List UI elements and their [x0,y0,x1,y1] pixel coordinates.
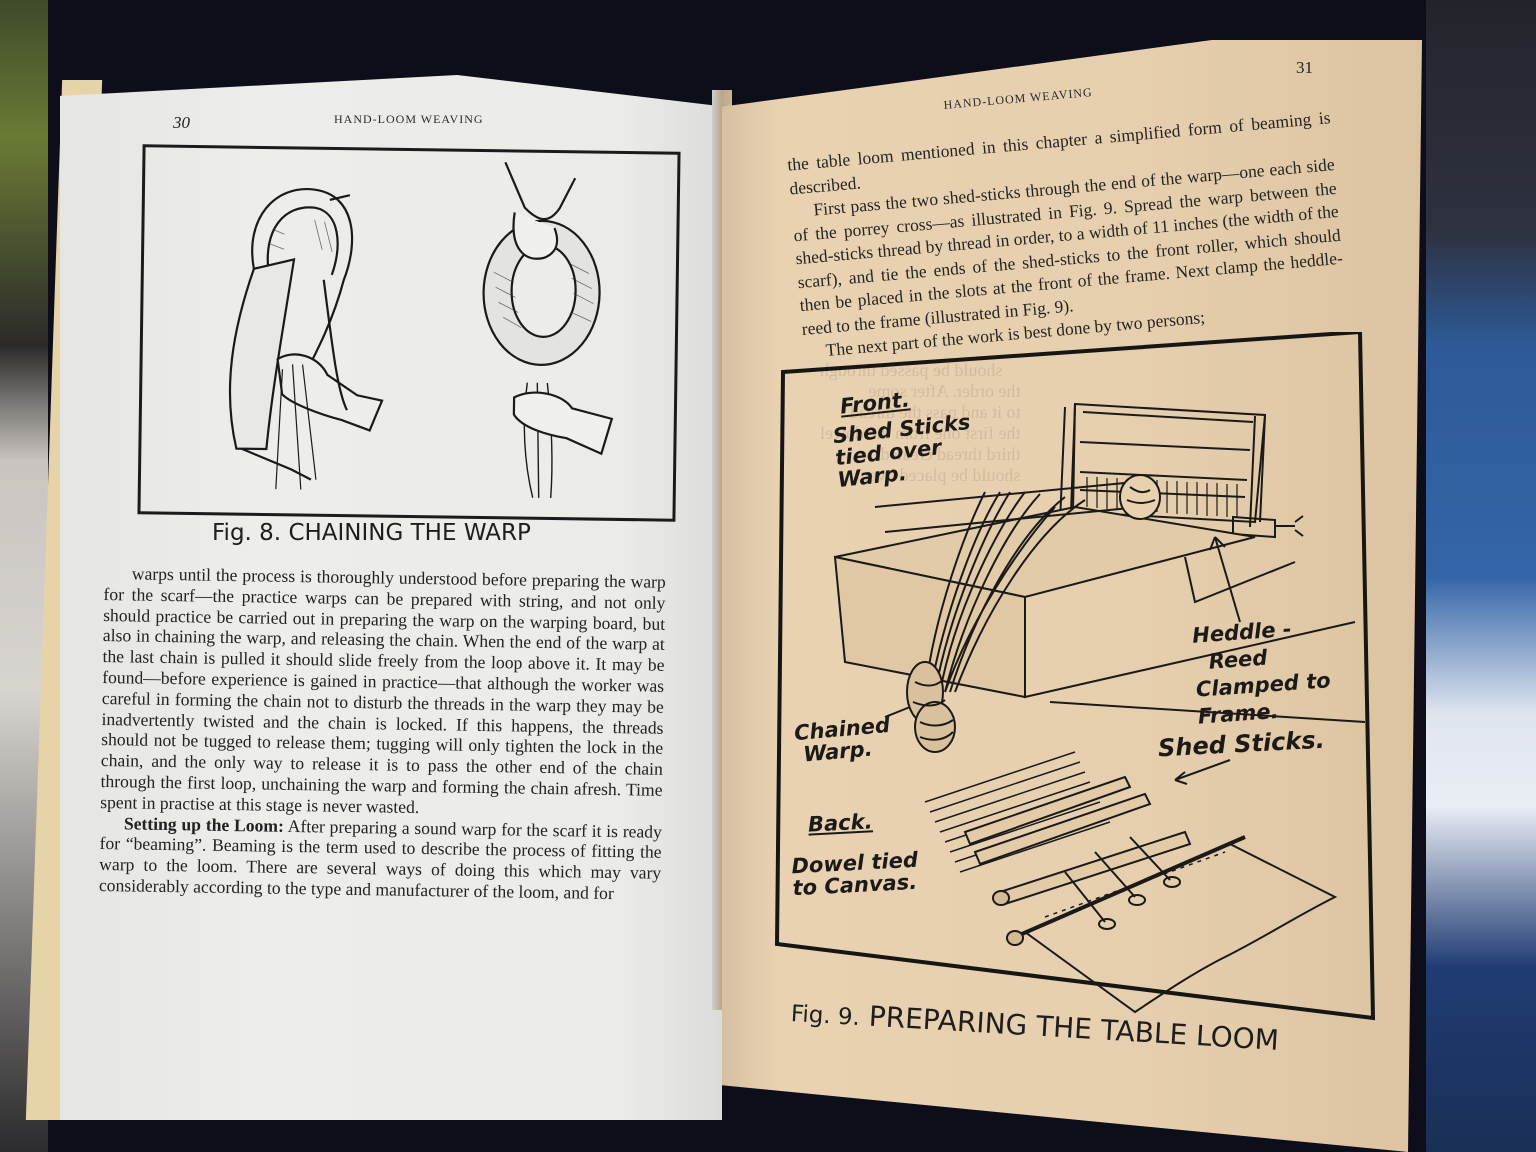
left-page-number: 30 [173,113,190,132]
figure-9-frame [774,329,1376,1022]
figure-9-number: Fig. 9. [790,1000,861,1032]
figure-8-caption: Fig. 8. CHAINING THE WARP [212,520,531,546]
left-page [60,75,722,1120]
section-heading: Setting up the Loom: [123,812,285,836]
chaining-warp-illustration [228,161,614,499]
right-page-number: 31 [1296,58,1313,77]
label-back: Back. [807,809,874,837]
figure-8-frame [137,144,681,522]
left-body-text: warps until the process is thoroughly un… [99,563,666,905]
label-heddle-reed: Heddle - Reed Clamped to Frame. [1191,616,1332,729]
figure-8-number: Fig. 8. [212,520,282,546]
left-section: Setting up the Loom: After preparing a s… [99,813,662,905]
left-running-head: HAND-LOOM WEAVING [334,112,484,126]
right-body-text: the table loom mentioned in this chapter… [780,33,1348,365]
table-loom-illustration [774,329,1376,1021]
label-chained-warp: Chained Warp. [793,712,891,768]
figure-8-title: CHAINING THE WARP [288,520,531,546]
label-dowel-tied: Dowel tied to Canvas. [790,847,919,901]
background-right [1426,0,1536,1152]
left-paragraph: warps until the process is thoroughly un… [100,563,666,817]
label-shed-sticks: Shed Sticks. [1157,725,1326,763]
